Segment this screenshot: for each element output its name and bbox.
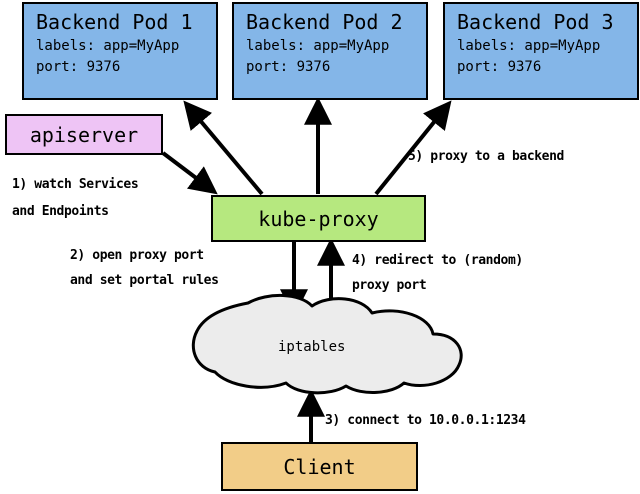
client-box[interactable]: Client bbox=[221, 442, 418, 491]
backend-pod-3-box[interactable]: Backend Pod 3 labels: app=MyApp port: 93… bbox=[443, 2, 639, 100]
client-label: Client bbox=[283, 454, 356, 479]
apiserver-label: apiserver bbox=[29, 122, 139, 147]
iptables-cloud bbox=[191, 293, 463, 395]
backend-pod-2-title: Backend Pod 2 bbox=[246, 10, 403, 34]
backend-pod-2-box[interactable]: Backend Pod 2 labels: app=MyApp port: 93… bbox=[232, 2, 428, 100]
backend-pod-2-labels: labels: app=MyApp bbox=[246, 38, 390, 54]
backend-pod-1-box[interactable]: Backend Pod 1 labels: app=MyApp port: 93… bbox=[22, 2, 218, 100]
edge-label-step4-line1: 4) redirect to (random) bbox=[352, 253, 523, 268]
edge-apiserver-to-kubeproxy bbox=[161, 151, 218, 195]
iptables-label: iptables bbox=[278, 339, 346, 355]
edge-label-step3: 3) connect to 10.0.0.1:1234 bbox=[325, 413, 526, 428]
backend-pod-3-title: Backend Pod 3 bbox=[457, 10, 614, 34]
backend-pod-1-labels: labels: app=MyApp bbox=[36, 38, 180, 54]
backend-pod-1-port: port: 9376 bbox=[36, 59, 121, 75]
edge-label-step4-line2: proxy port bbox=[352, 278, 427, 293]
edge-label-step2-line2: and set portal rules bbox=[70, 273, 219, 288]
backend-pod-3-port: port: 9376 bbox=[457, 59, 542, 75]
edge-label-step1-line2: and Endpoints bbox=[12, 204, 109, 219]
edge-kubeproxy-to-pod3 bbox=[374, 100, 452, 196]
kube-proxy-box[interactable]: kube-proxy bbox=[211, 195, 426, 242]
backend-pod-2-port: port: 9376 bbox=[246, 59, 331, 75]
edge-label-step5: 5) proxy to a backend bbox=[408, 149, 564, 164]
edge-kubeproxy-to-pod1 bbox=[183, 100, 264, 196]
backend-pod-3-labels: labels: app=MyApp bbox=[457, 38, 601, 54]
edge-label-step1-line1: 1) watch Services bbox=[12, 177, 139, 192]
edge-label-step2-line1: 2) open proxy port bbox=[70, 248, 204, 263]
backend-pod-1-title: Backend Pod 1 bbox=[36, 10, 193, 34]
kube-proxy-label: kube-proxy bbox=[258, 206, 379, 231]
apiserver-box[interactable]: apiserver bbox=[5, 114, 163, 155]
